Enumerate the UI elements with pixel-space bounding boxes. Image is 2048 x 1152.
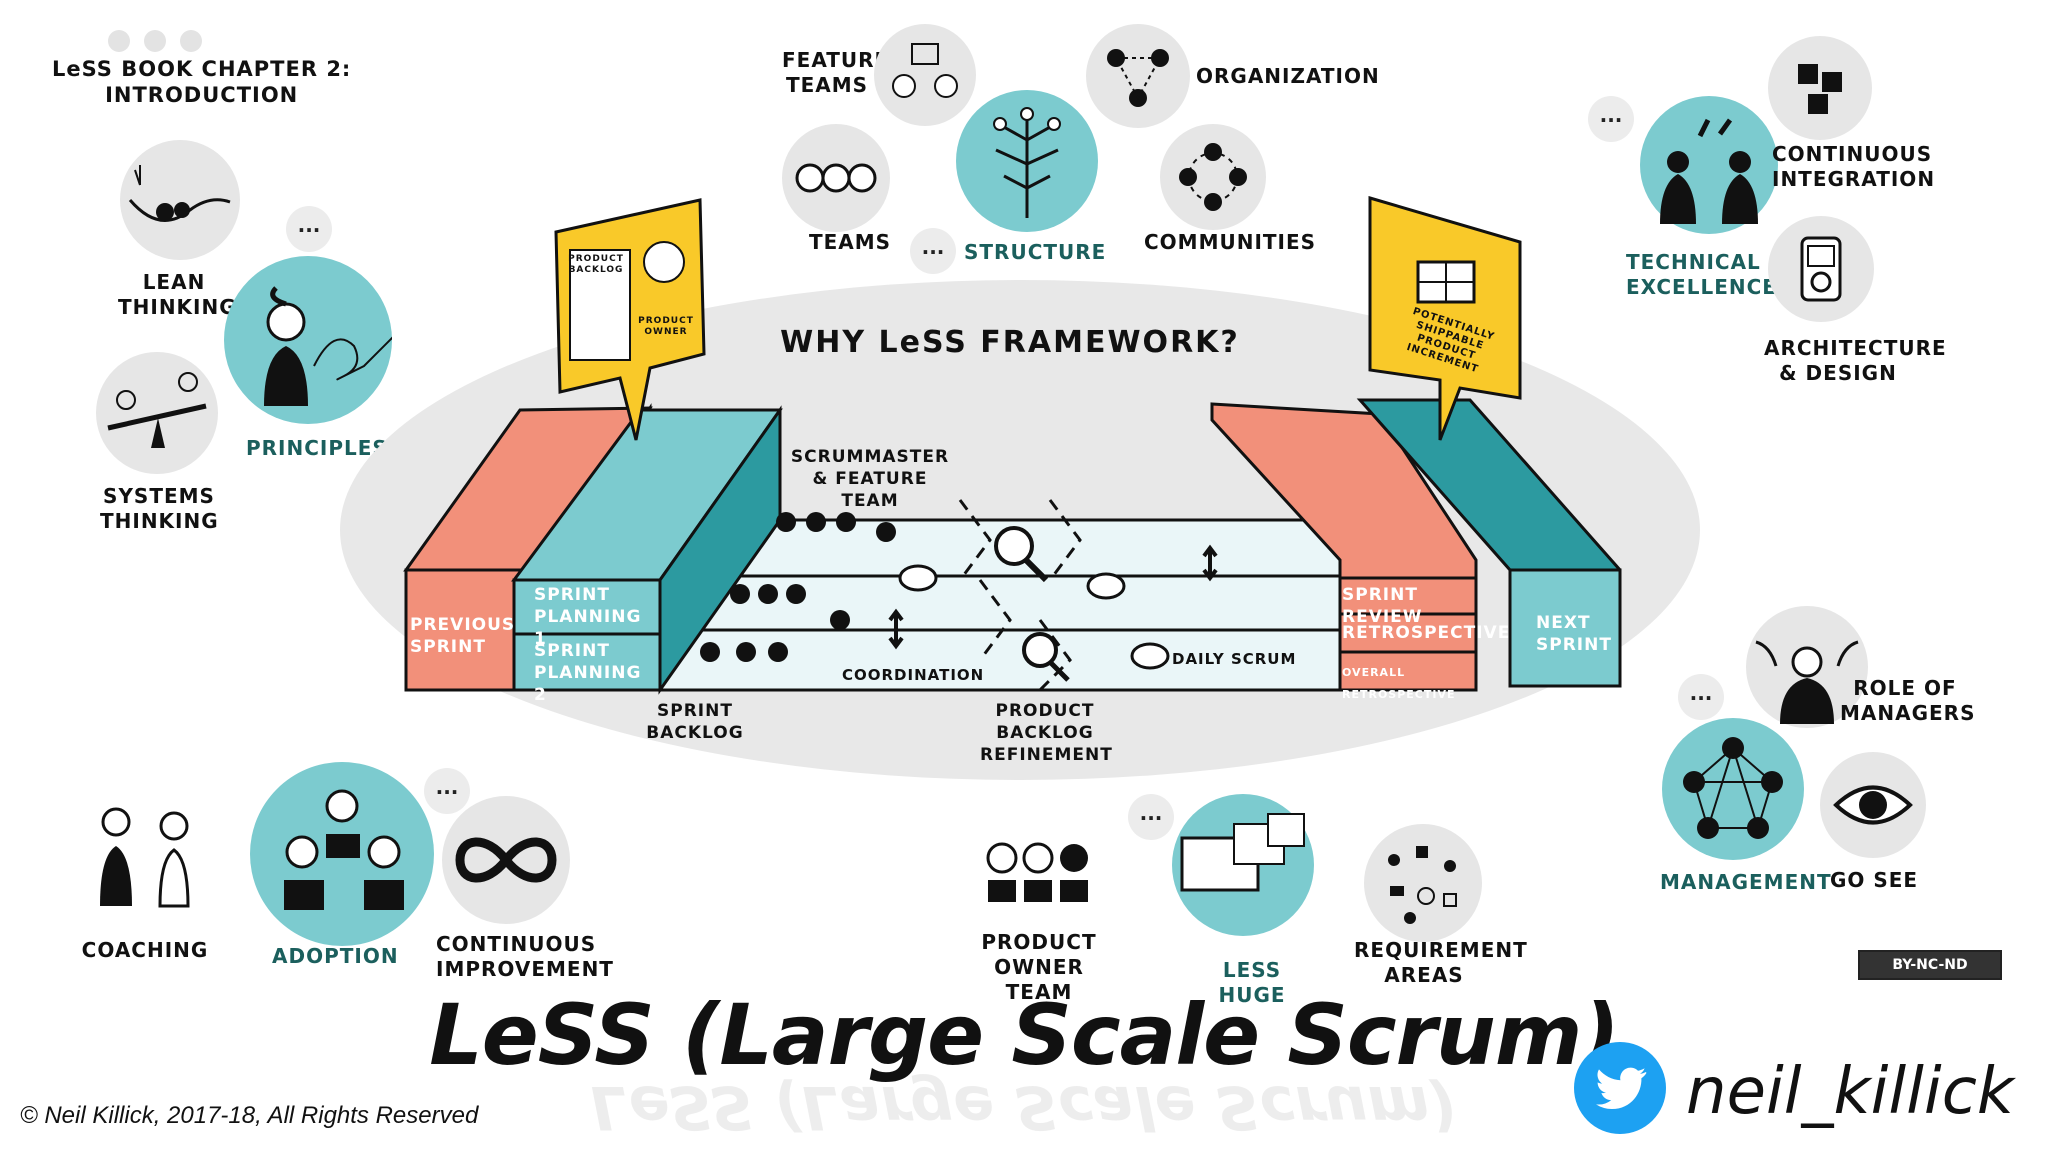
principles-label: PRINCIPLES: [246, 436, 388, 460]
more-ellipsis: ...: [1678, 674, 1724, 720]
magnifier-icon: [994, 526, 1034, 566]
overall-retrospective-label: OVERALL RETROSPECTIVE: [1342, 666, 1456, 701]
teams-label: TEAMS: [808, 230, 892, 254]
product-owner-team-icon: [978, 818, 1098, 938]
continuous-integration-icon: [1768, 36, 1872, 140]
main-title: LeSS (Large Scale Scrum): [429, 986, 1620, 1084]
go-see-icon: [1820, 752, 1926, 858]
chapter-header-line1: LeSS BOOK CHAPTER 2:: [52, 57, 352, 81]
organization-icon: [1086, 24, 1190, 128]
structure-icon: [956, 90, 1098, 232]
role-of-managers-icon: [1746, 606, 1868, 728]
teams-icon: [782, 124, 890, 232]
scrummaster-team-label: SCRUMMASTER & FEATURE TEAM: [790, 447, 950, 511]
adoption-icon: [250, 762, 434, 946]
decorative-dots: [108, 30, 202, 52]
continuous-integration-label: CONTINUOUS INTEGRATION: [1772, 142, 1936, 191]
daily-scrum-label: DAILY SCRUM: [1172, 650, 1297, 668]
copyright: © Neil Killick, 2017-18, All Rights Rese…: [20, 1102, 479, 1129]
management-icon: [1662, 718, 1804, 860]
sprint-backlog-label: SPRINT BACKLOG: [646, 701, 744, 743]
next-sprint-label: NEXT SPRINT: [1536, 613, 1612, 655]
twitter-handle[interactable]: neil_killick: [1686, 1055, 2014, 1129]
more-ellipsis: ...: [424, 768, 470, 814]
retrospective-label: RETROSPECTIVE: [1342, 623, 1511, 643]
previous-sprint-label: PREVIOUS SPRINT: [410, 615, 516, 657]
requirement-areas-icon: [1364, 824, 1482, 942]
license-badge: BY-NC-ND: [1858, 950, 2002, 980]
coaching-label: COACHING: [81, 938, 209, 962]
chapter-header-line2: INTRODUCTION: [105, 83, 299, 107]
principles-icon: [224, 256, 392, 424]
twitter-icon[interactable]: [1572, 1040, 1668, 1136]
less-huge-icon: [1172, 794, 1314, 936]
magnifier-icon: [1022, 632, 1058, 668]
more-ellipsis: ...: [1588, 96, 1634, 142]
adoption-label: ADOPTION: [272, 944, 399, 968]
sprint-review-label: SPRINT REVIEW: [1342, 585, 1423, 627]
structure-label: STRUCTURE: [964, 240, 1107, 264]
product-owner-label: PRODUCT OWNER: [638, 316, 694, 337]
infinity-icon: [442, 796, 570, 924]
architecture-design-icon: [1768, 216, 1874, 322]
systems-thinking-label: SYSTEMS THINKING: [100, 484, 219, 533]
product-owner-team-label: PRODUCT OWNER TEAM: [981, 930, 1097, 1004]
lean-thinking-label: LEAN THINKING: [118, 270, 237, 319]
lean-thinking-icon: [120, 140, 240, 260]
product-backlog-label: PRODUCT BACKLOG: [568, 254, 624, 275]
systems-thinking-icon: [96, 352, 218, 474]
more-ellipsis: ...: [910, 228, 956, 274]
sprint-planning-2-label: SPRINT PLANNING 2: [534, 641, 642, 705]
role-of-managers-label: ROLE OF MANAGERS: [1840, 676, 1976, 725]
feature-teams-icon: [874, 24, 976, 126]
chapter-header: LeSS BOOK CHAPTER 2: INTRODUCTION: [52, 56, 351, 108]
communities-icon: [1160, 124, 1266, 230]
framework-title: WHY LeSS FRAMEWORK?: [780, 325, 1240, 360]
feature-teams-label: FEATURE TEAMS: [782, 48, 890, 97]
sprint-planning-1-label: SPRINT PLANNING 1: [534, 585, 642, 649]
product-increment-flag: [1368, 195, 1522, 441]
technical-excellence-label: TECHNICAL EXCELLENCE: [1626, 250, 1777, 299]
coaching-icon: [74, 786, 214, 926]
less-huge-label: LESS HUGE: [1218, 958, 1286, 1007]
more-ellipsis: ...: [1128, 794, 1174, 840]
technical-excellence-icon: [1640, 96, 1778, 234]
go-see-label: GO SEE: [1829, 868, 1919, 892]
more-ellipsis: ...: [286, 206, 332, 252]
coordination-label: COORDINATION: [842, 666, 985, 684]
product-backlog-refinement-label: PRODUCT BACKLOG REFINEMENT: [980, 701, 1113, 765]
